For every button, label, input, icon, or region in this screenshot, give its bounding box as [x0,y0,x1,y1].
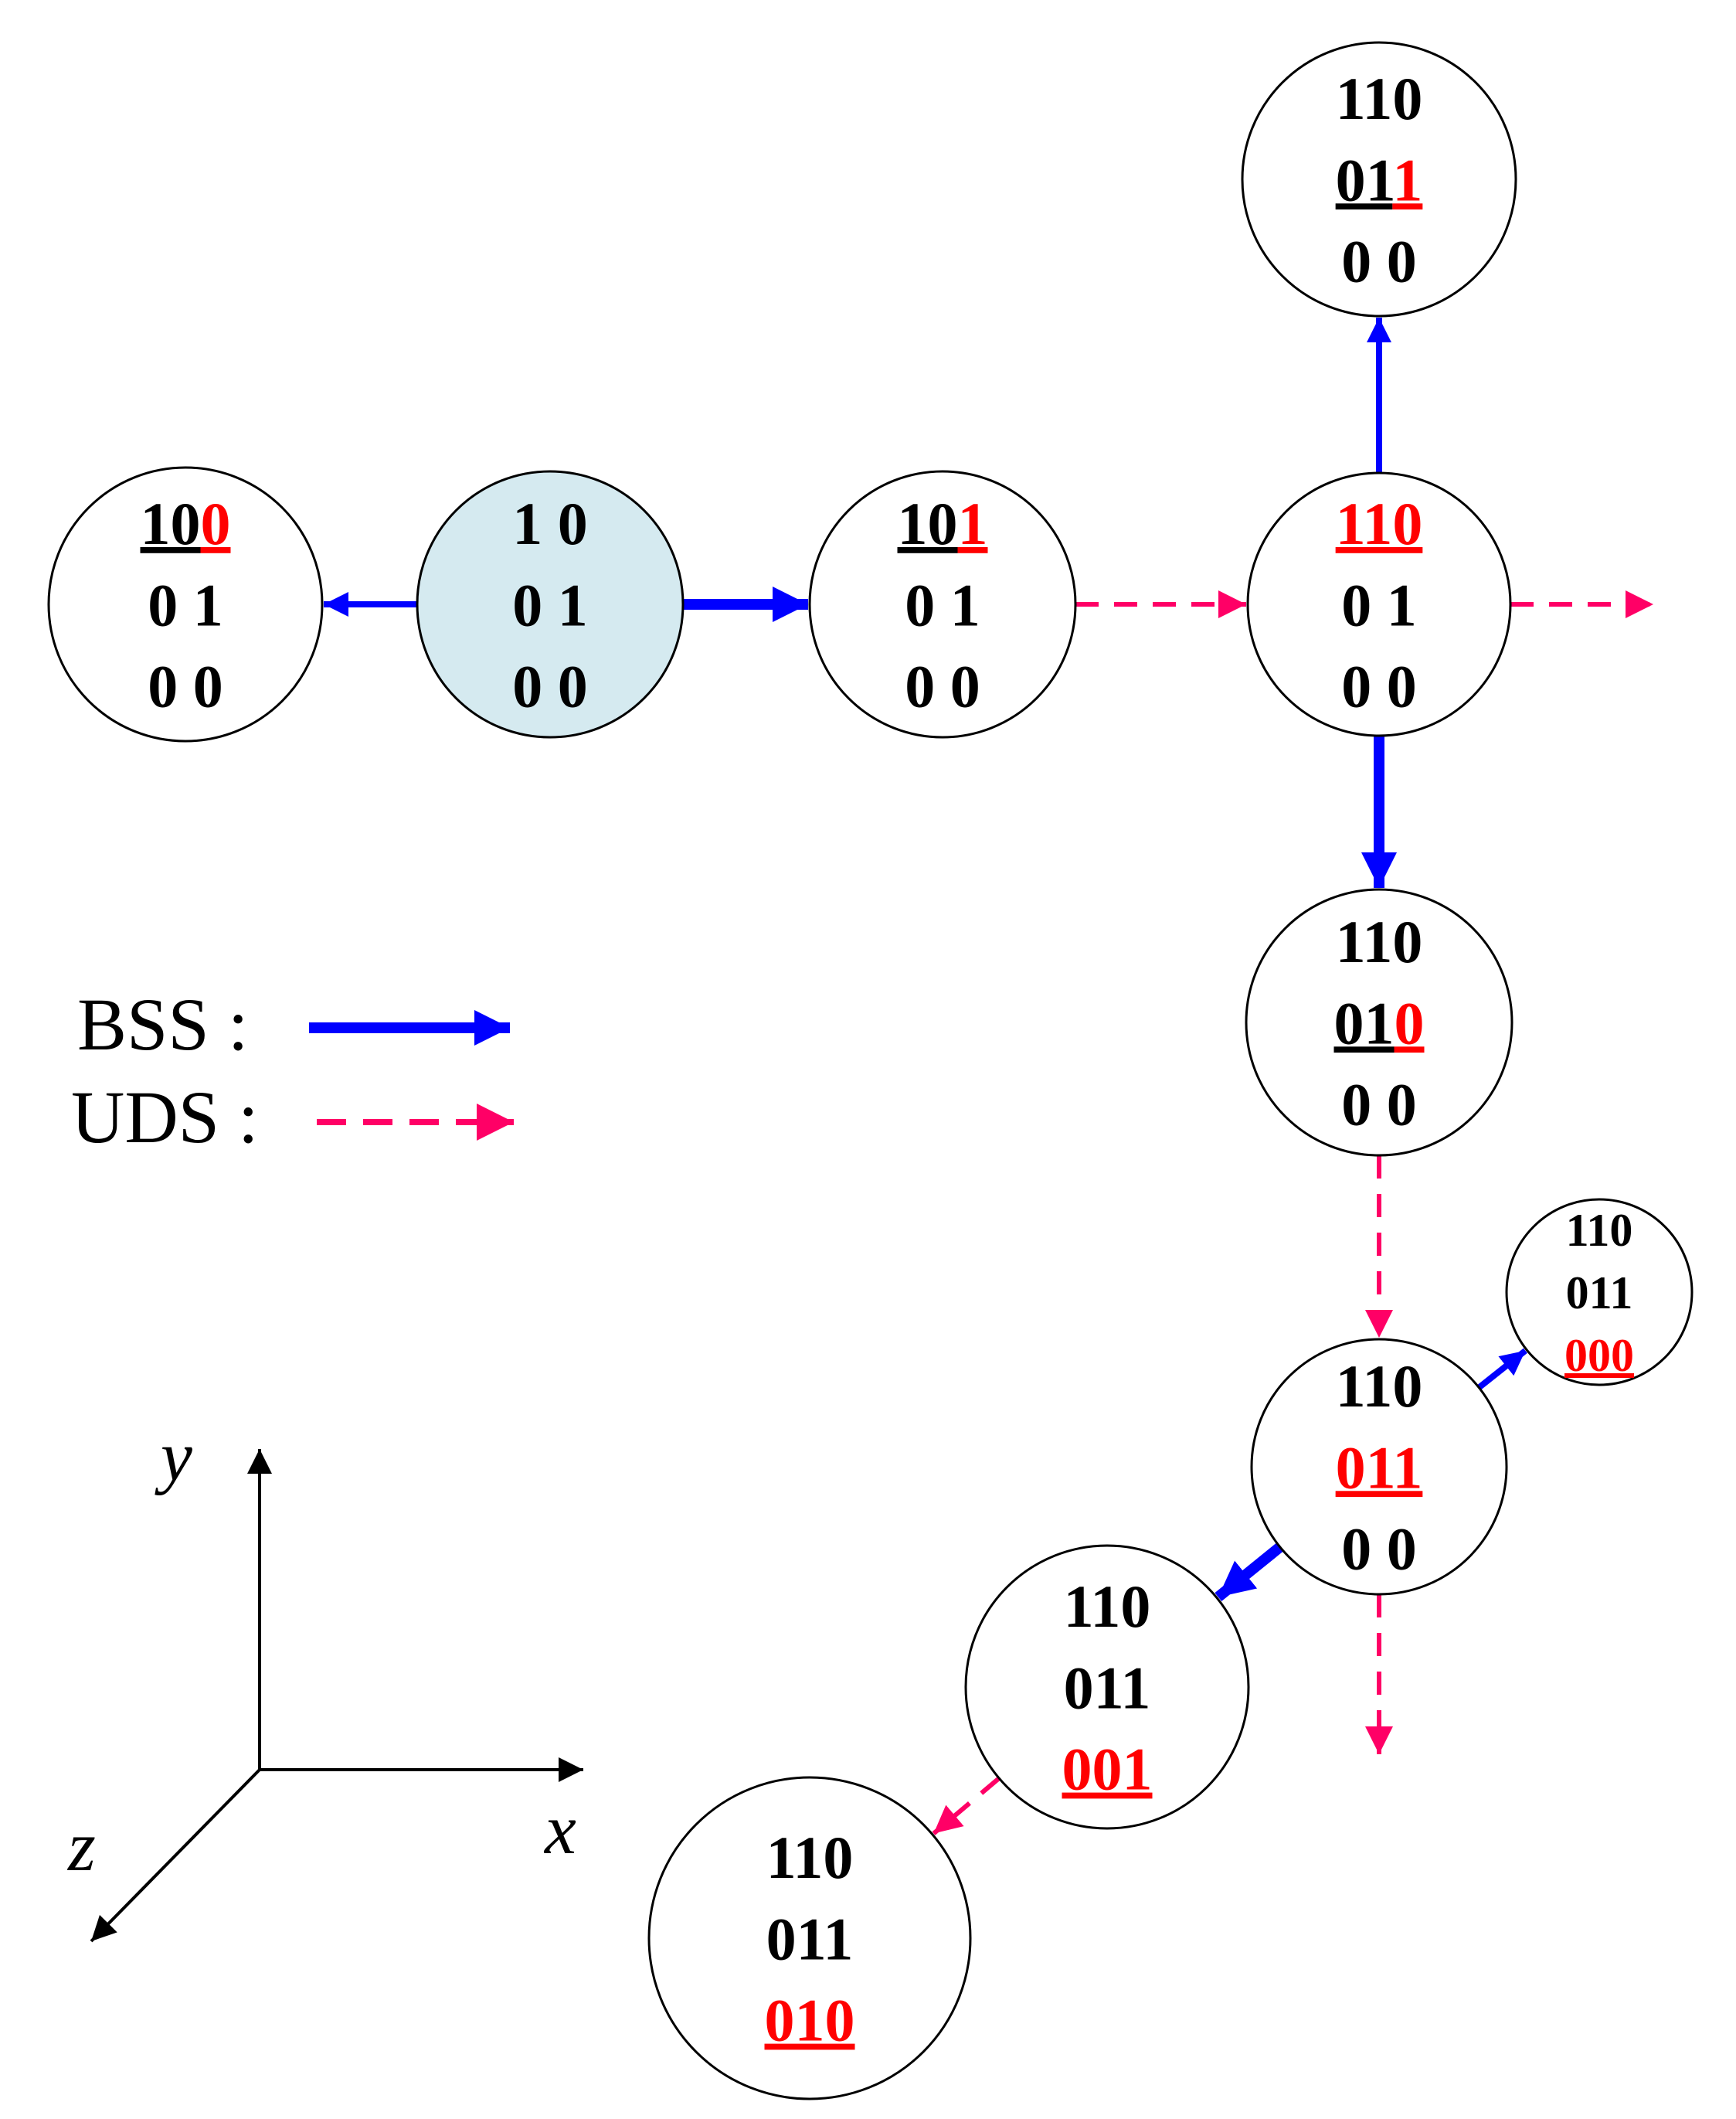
node-line: 0 0 [1341,653,1417,720]
node-digit-group: 0 0 [512,653,588,720]
node-digit-group: 01 [1336,146,1393,213]
node-line: 010 [1334,989,1425,1056]
node-line: 0 1 [148,571,223,638]
node-line: 0 0 [1341,1071,1417,1138]
node-line: 100 [141,490,231,557]
node-digit-group: 010 [765,1987,855,2054]
node-line: 1 0 [512,490,588,557]
node-n-110-011-00: 110 011 0 0 [1241,41,1517,318]
node-digit-group: 0 1 [148,571,223,638]
edges-layer [324,318,1653,1835]
node-digit-group: 110 [1336,65,1423,132]
node-digit-group: 001 [1062,1736,1153,1803]
node-circle [1245,888,1513,1157]
z-axis-label: z [66,1807,96,1886]
node-digit-group: 011 [766,1905,854,1972]
node-digit-group: 110 [1064,1573,1151,1640]
node-digit-group: 0 0 [1341,653,1417,720]
node-digit-group: 0 1 [1341,571,1417,638]
node-line: 110 [766,1824,854,1891]
node-line: 0 0 [905,653,980,720]
axes: y x z [66,1417,583,1943]
node-n-start: 1 0 0 1 0 0 [416,470,685,739]
node-line: 0 0 [148,653,223,720]
edge-e9-bss [1215,1542,1284,1602]
node-line: 000 [1564,1330,1634,1381]
node-circle [964,1544,1250,1830]
node-line: 0 1 [905,571,980,638]
node-line: 110 [1336,490,1423,557]
node-digit-group: 0 0 [905,653,980,720]
node-line: 0 1 [512,571,588,638]
node-digit-group: 011 [1336,1434,1423,1501]
node-n-110-010-00: 110 010 0 0 [1245,888,1513,1157]
node-digit-group: 10 [898,490,958,557]
node-digit-group: 110 [1566,1205,1633,1256]
node-digit-group: 1 0 [512,490,588,557]
node-circle [1241,41,1517,318]
x-axis-label: x [543,1790,576,1869]
node-line: 0 0 [512,653,588,720]
node-circle [47,466,324,743]
node-digit-group: 0 0 [1341,1515,1417,1583]
node-circle [416,470,685,739]
node-line: 011 [1336,146,1423,213]
node-line: 110 [1336,1352,1423,1420]
node-digit-group: 0 1 [905,571,980,638]
node-digit-group: 0 1 [512,571,588,638]
node-digit-group: 1 [1392,146,1422,213]
node-circle [1246,471,1512,737]
node-line: 0 0 [1341,228,1417,295]
node-n-110-011-001: 110 011 001 [964,1544,1250,1830]
legend-uds-label: UDS : [71,1076,259,1158]
node-line: 010 [765,1987,855,2054]
node-digit-group: 110 [1336,1352,1423,1420]
node-line: 011 [1064,1654,1151,1721]
node-circle [1250,1338,1508,1596]
node-digit-group: 110 [1336,490,1423,557]
node-digit-group: 1 [958,490,988,557]
node-line: 011 [766,1905,854,1972]
legend: BSS : UDS : [71,983,514,1158]
node-digit-group: 0 [201,490,231,557]
node-digit-group: 01 [1334,989,1395,1056]
node-digit-group: 0 [1395,989,1425,1056]
node-digit-group: 011 [1064,1654,1151,1721]
node-n-110-011-010: 110 011 010 [647,1776,972,2100]
node-line: 101 [898,490,988,557]
node-circle [808,470,1077,739]
node-circle [1505,1198,1694,1386]
node-line: 110 [1336,908,1423,975]
node-line: 110 [1336,65,1423,132]
node-n-101-01-00: 101 0 1 0 0 [808,470,1077,739]
node-digit-group: 000 [1564,1330,1634,1381]
node-digit-group: 011 [1566,1267,1633,1318]
legend-bss-label: BSS : [77,983,248,1066]
node-digit-group: 110 [766,1824,854,1891]
node-digit-group: 0 0 [1341,1071,1417,1138]
node-line: 110 [1064,1573,1151,1640]
node-line: 110 [1566,1205,1633,1256]
node-circle [647,1776,972,2100]
node-digit-group: 110 [1336,908,1423,975]
z-axis [90,1768,261,1943]
node-digit-group: 10 [141,490,201,557]
node-line: 0 0 [1341,1515,1417,1583]
node-n-110-011-000: 110 011 000 [1505,1198,1694,1386]
node-line: 001 [1062,1736,1153,1803]
node-n-110-011-00-b: 110 011 0 0 [1250,1338,1508,1596]
node-line: 0 1 [1341,571,1417,638]
y-axis-label: y [155,1417,192,1495]
node-digit-group: 0 0 [1341,228,1417,295]
node-n-100-01-00: 100 0 1 0 0 [47,466,324,743]
edge-e11-uds [932,1776,1001,1835]
edge-e8-bss [1476,1348,1527,1390]
node-n-110-01-00: 110 0 1 0 0 [1246,471,1512,737]
node-digit-group: 0 0 [148,653,223,720]
node-line: 011 [1336,1434,1423,1501]
node-line: 011 [1566,1267,1633,1318]
